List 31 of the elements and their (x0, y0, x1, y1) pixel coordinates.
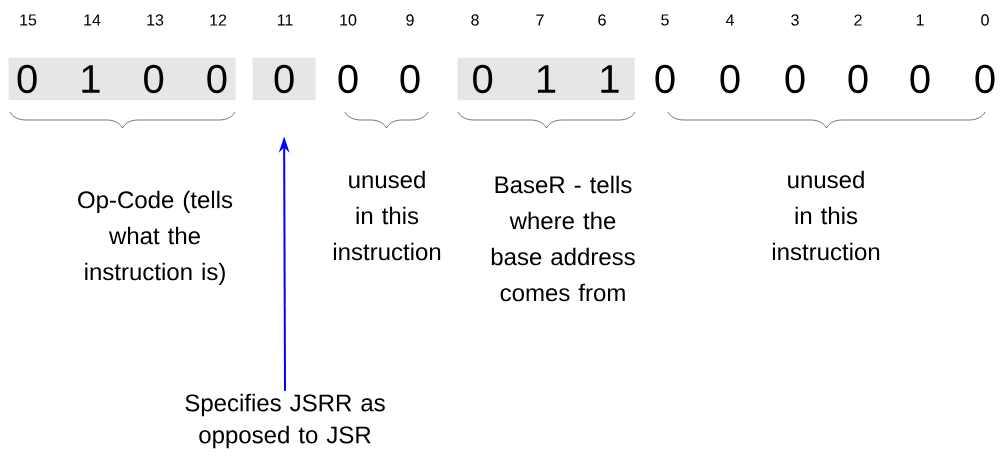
bit-number: 5 (661, 14, 669, 26)
bit-digit: 0 (400, 64, 420, 94)
bit-digit: 0 (785, 64, 805, 94)
annotation-text: Specifies JSRR as opposed to JSR (185, 393, 385, 449)
bit-number: 14 (84, 14, 101, 26)
field-description: unused in this instruction (333, 170, 441, 261)
shaded-bit-group: 0 1 1 (457, 57, 635, 101)
bit-number: 12 (210, 14, 227, 26)
bit-digit: 0 (848, 64, 868, 94)
field-description: Op-Code (tells what the instruction is) (78, 190, 233, 286)
bit-number: 10 (340, 14, 357, 26)
bit-number: 0 (981, 14, 989, 26)
bit-number: 7 (536, 14, 544, 26)
bit-number: 11 (277, 14, 293, 26)
bit-number: 1 (916, 14, 924, 26)
bit-number: 4 (725, 14, 734, 26)
bit-number: 13 (147, 14, 164, 26)
bit-digit: 0 (720, 64, 740, 94)
shaded-bit-group: 0 1 0 0 (8, 57, 236, 101)
bit-number: 9 (406, 14, 414, 26)
bit-digit: 0 (338, 64, 358, 94)
bit-digit: 0 (975, 64, 995, 94)
bit-number: 15 (20, 14, 37, 26)
bit-number: 8 (471, 14, 479, 26)
bit-digit: 0 (910, 64, 930, 94)
shaded-bit-group: 0 (252, 57, 316, 101)
bit-number: 3 (791, 14, 799, 26)
field-description: BaseR - tells where the base address comes from (491, 175, 635, 302)
bit-number: 6 (598, 14, 606, 26)
field-description: unused in this instruction (772, 170, 880, 261)
bit-number: 2 (854, 14, 862, 26)
